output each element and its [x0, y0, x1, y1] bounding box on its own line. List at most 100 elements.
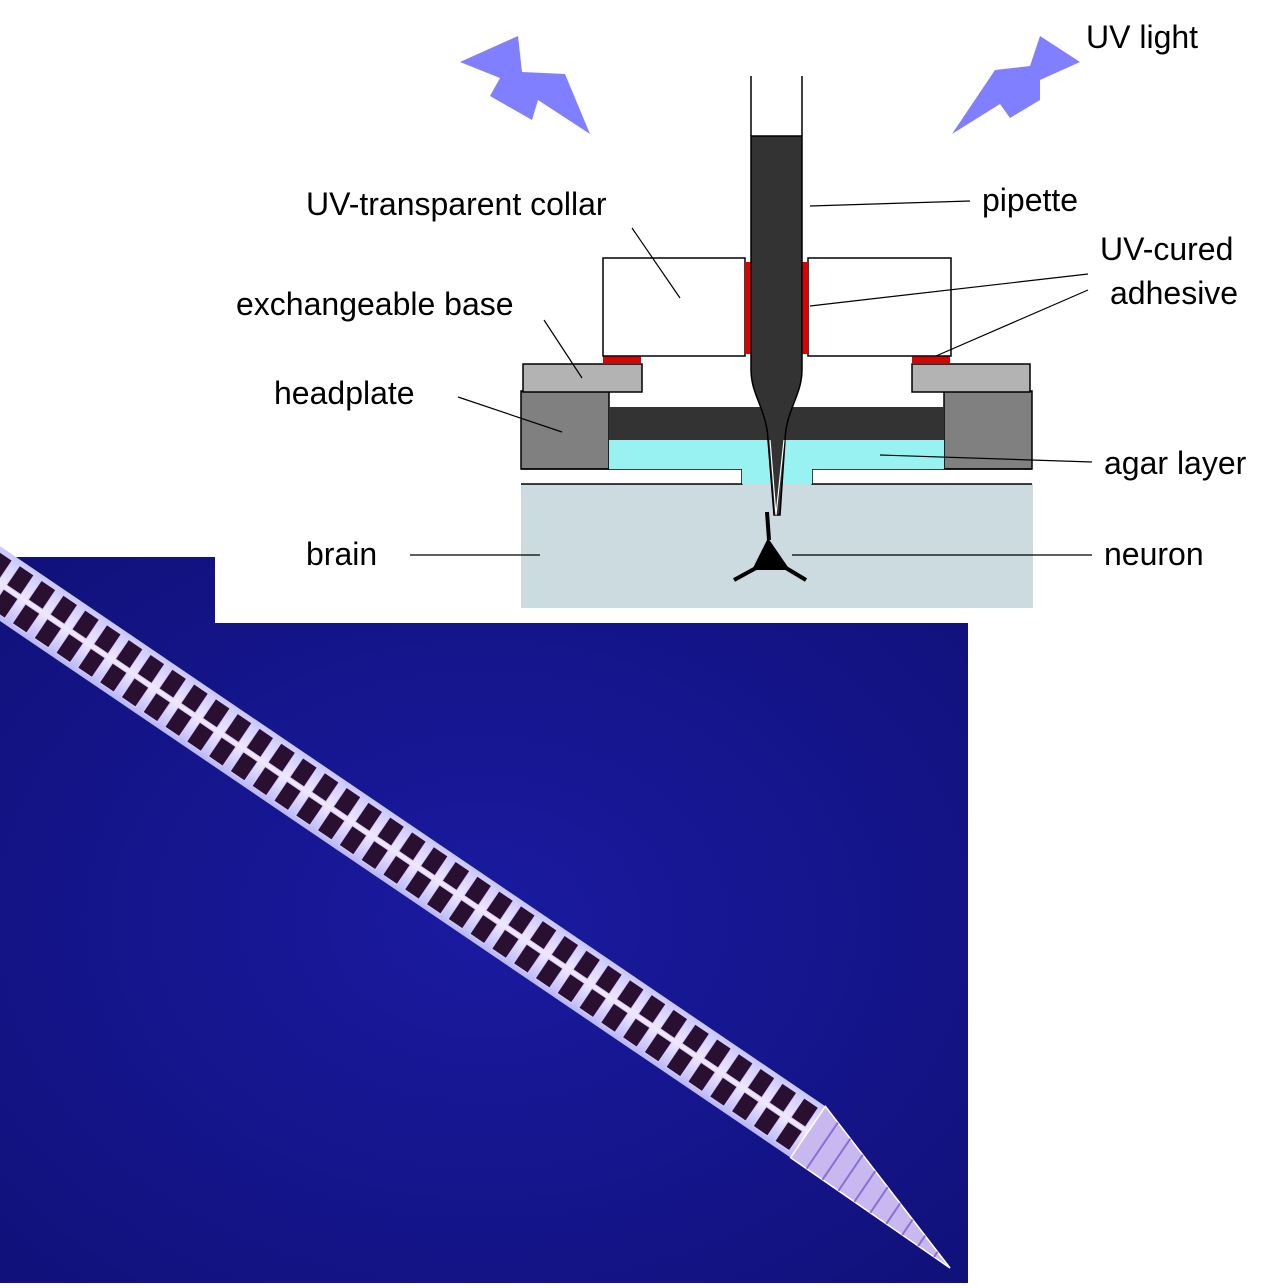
tip-texture-line	[917, 1235, 926, 1247]
recording-site	[273, 780, 302, 812]
recording-site	[419, 845, 449, 877]
recording-site	[752, 1106, 782, 1137]
recording-site	[490, 928, 520, 960]
recording-site	[730, 1091, 760, 1122]
recording-site	[229, 751, 259, 782]
recording-site	[376, 816, 406, 847]
tip-texture-line	[821, 1138, 852, 1181]
recording-site	[316, 810, 346, 841]
recording-site	[354, 801, 384, 833]
recording-site	[11, 603, 41, 634]
skull-left	[521, 468, 743, 485]
recording-site	[338, 825, 368, 856]
tip-texture-line	[869, 1186, 889, 1214]
recording-site	[637, 993, 667, 1025]
recording-site	[180, 683, 210, 714]
recording-site	[599, 1002, 629, 1034]
recording-site	[267, 742, 297, 773]
pipette-glass	[750, 76, 803, 136]
recording-site	[382, 854, 411, 886]
collar-right	[807, 257, 952, 357]
tip-texture-line	[901, 1218, 914, 1236]
recording-site	[310, 771, 340, 803]
skull-right	[811, 468, 1032, 485]
recording-site	[485, 890, 515, 921]
recording-site	[687, 1061, 716, 1093]
recording-site	[550, 934, 580, 966]
recording-site	[441, 860, 471, 892]
tip-texture-line	[933, 1251, 939, 1258]
label-uv-light: UV light	[1086, 19, 1198, 55]
schematic: UV light pipette UV-transparent collar U…	[236, 19, 1247, 608]
label-uv-cured: UV-cured	[1100, 231, 1233, 267]
adhesive-base-right	[912, 355, 950, 363]
recording-site	[681, 1023, 711, 1054]
probe-micrograph	[0, 544, 968, 1283]
recording-site	[768, 1082, 798, 1114]
recording-site	[71, 609, 101, 640]
recording-site	[360, 839, 390, 871]
label-headplate: headplate	[274, 375, 415, 411]
tip-texture-line	[837, 1154, 864, 1192]
recording-site	[207, 736, 237, 767]
recording-site	[425, 884, 455, 915]
recording-site	[578, 987, 608, 1019]
recording-site	[615, 978, 645, 1010]
recording-site	[506, 904, 536, 936]
recording-site	[92, 623, 122, 655]
pipette-body	[750, 135, 803, 516]
uv-lightning-right-icon	[952, 36, 1080, 134]
adhesive-collar-right	[802, 262, 808, 354]
adhesive-base-left	[603, 355, 641, 363]
recording-site	[33, 617, 63, 649]
recording-site	[158, 668, 188, 699]
label-neuron: neuron	[1104, 536, 1204, 572]
recording-site	[289, 757, 319, 788]
recording-site	[469, 913, 499, 945]
recording-site	[534, 958, 564, 989]
recording-site	[136, 653, 166, 685]
recording-site	[403, 869, 433, 900]
recording-site	[724, 1052, 754, 1084]
shank-body	[0, 544, 826, 1158]
recording-site	[55, 632, 85, 664]
tip-texture-line	[853, 1170, 877, 1203]
exchangeable-base-left	[522, 363, 643, 393]
recording-site	[621, 1017, 651, 1048]
recording-site	[251, 765, 281, 797]
recording-site	[665, 1046, 695, 1078]
recording-site	[114, 638, 144, 670]
recording-site	[5, 564, 35, 596]
recording-site	[120, 677, 150, 708]
pipette-tip	[769, 439, 785, 516]
exchangeable-base-right	[911, 363, 1031, 393]
recording-site	[27, 579, 57, 611]
recording-site	[76, 647, 106, 679]
recording-site	[528, 919, 558, 951]
recording-site	[223, 712, 253, 744]
collar-left	[602, 257, 746, 357]
label-agar-layer: agar layer	[1104, 445, 1247, 481]
recording-site	[332, 786, 362, 818]
headplate-right	[943, 390, 1033, 470]
recording-site	[659, 1008, 689, 1040]
recording-site	[245, 727, 275, 759]
recording-site	[774, 1120, 804, 1152]
recording-site	[463, 875, 493, 906]
adhesive-collar-left	[745, 262, 751, 354]
recording-site	[49, 594, 79, 625]
recording-site	[0, 550, 13, 581]
recording-site	[201, 697, 231, 729]
label-adhesive: adhesive	[1110, 275, 1238, 311]
label-uv-transparent-collar: UV-transparent collar	[306, 186, 607, 222]
label-brain: brain	[306, 536, 377, 572]
probe-shank	[0, 544, 951, 1269]
recording-site	[790, 1097, 820, 1128]
tip-texture-line	[885, 1202, 901, 1225]
recording-site	[185, 721, 215, 753]
recording-site	[512, 943, 542, 974]
recording-site	[643, 1032, 673, 1063]
uv-lightning-left-icon	[460, 36, 590, 134]
